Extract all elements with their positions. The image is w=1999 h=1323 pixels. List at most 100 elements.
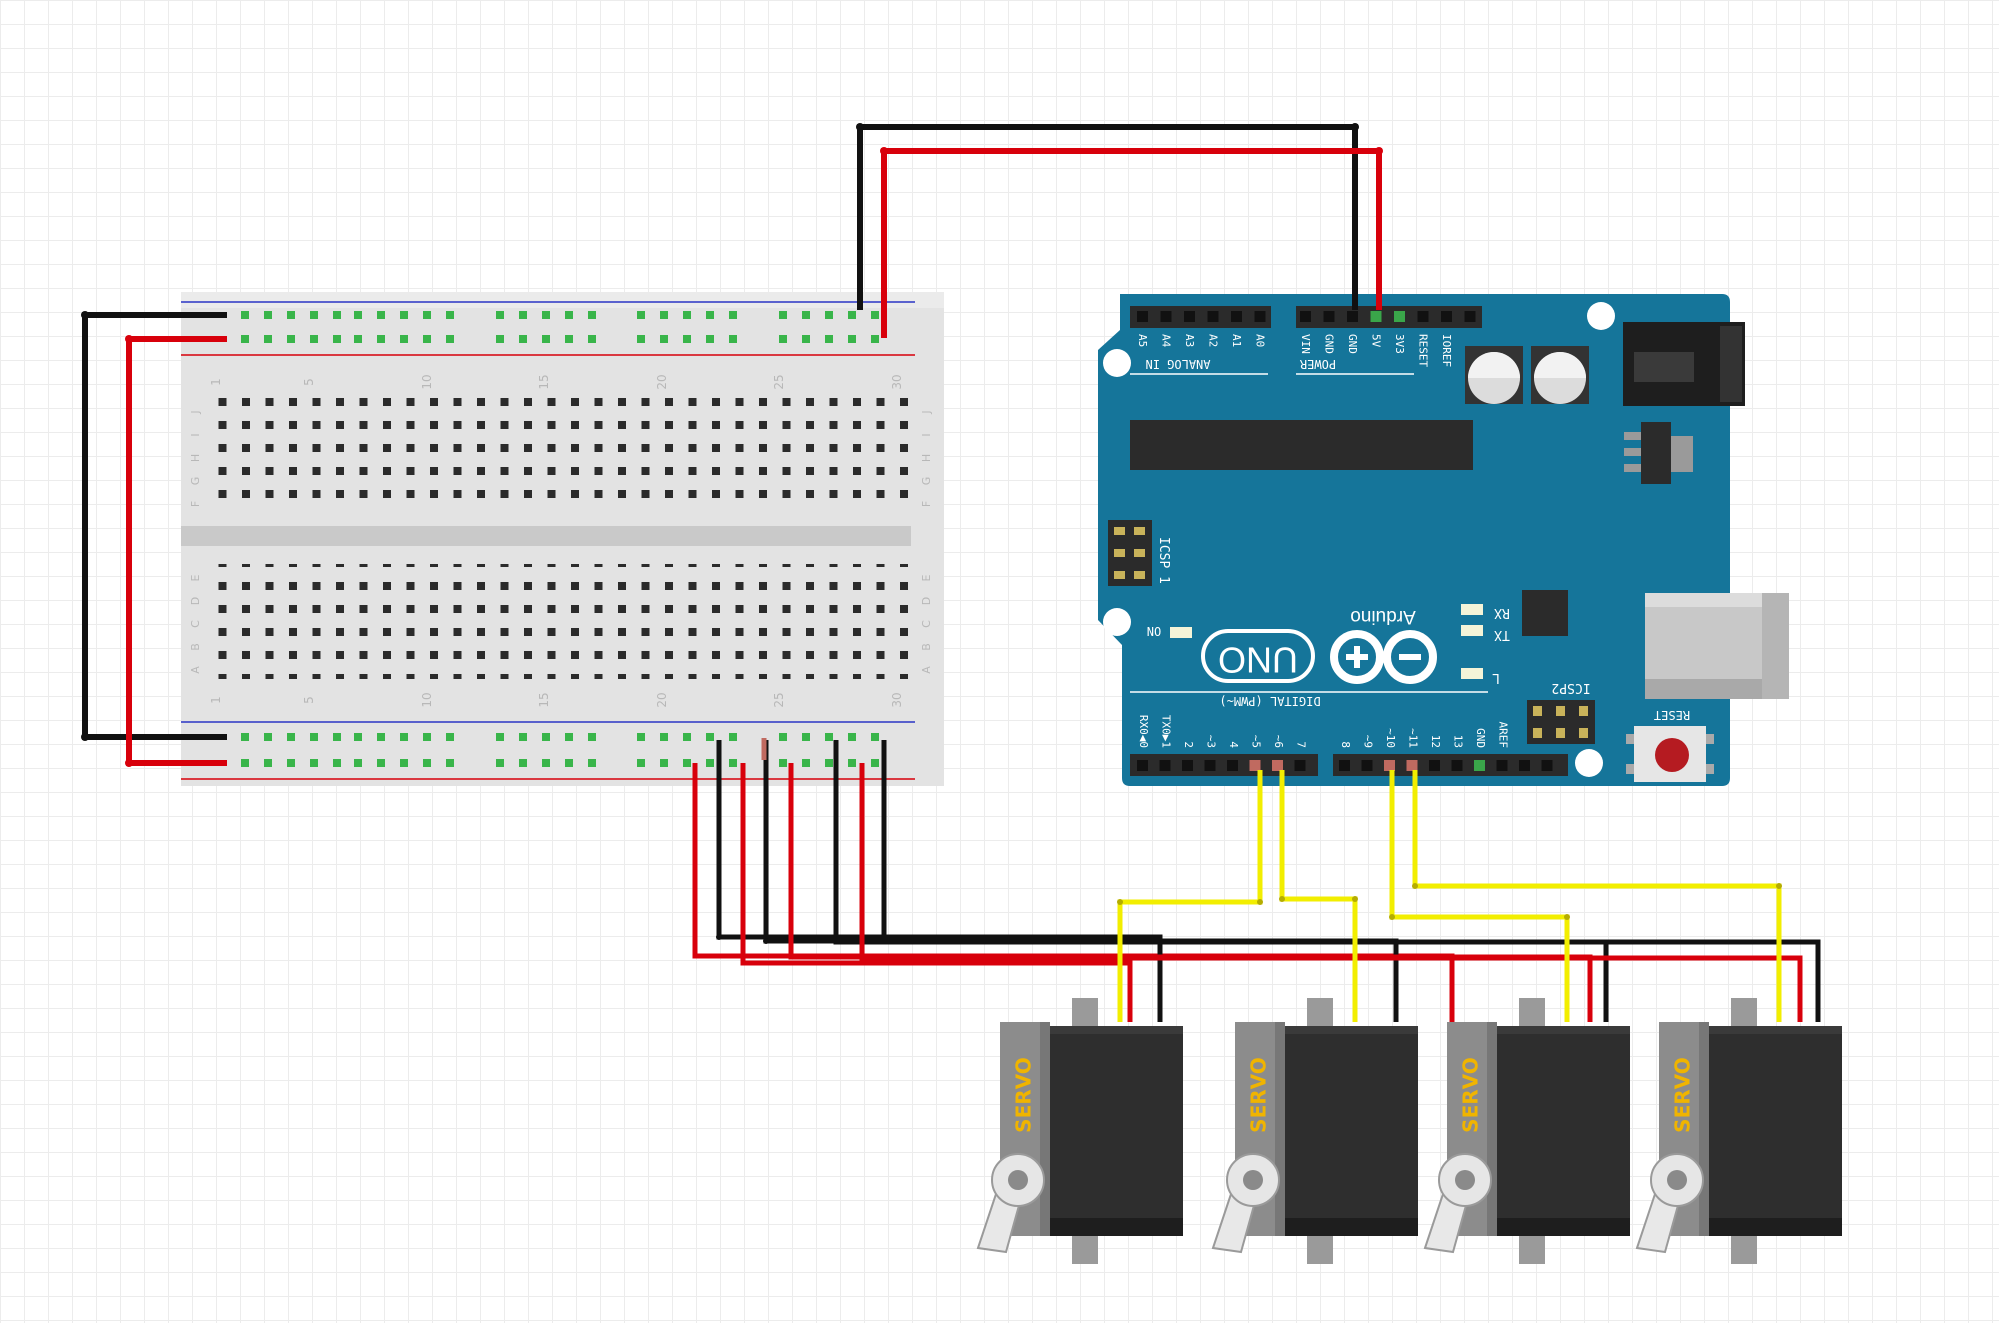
header-socket xyxy=(1254,311,1266,322)
header-socket xyxy=(1137,311,1148,322)
rail-hole xyxy=(519,733,527,741)
rail-hole xyxy=(400,311,408,319)
header-socket xyxy=(1429,760,1440,771)
row-letter: G xyxy=(920,477,933,486)
wire-gnd-to-arduino xyxy=(857,124,1358,310)
column-number: 10 xyxy=(420,374,434,389)
header-socket xyxy=(1207,311,1219,322)
rail-hole xyxy=(802,759,810,767)
rail-hole xyxy=(354,335,362,343)
header-socket xyxy=(1182,760,1193,771)
l-led xyxy=(1461,668,1483,679)
pin-label: 2 xyxy=(1182,741,1195,748)
rail-hole xyxy=(706,733,714,741)
digital-header-low xyxy=(1130,754,1318,776)
servo-tab xyxy=(1307,998,1333,1026)
rail-hole xyxy=(848,733,856,741)
mounting-hole xyxy=(1103,608,1131,636)
rail-hole xyxy=(423,733,431,741)
rail-hole xyxy=(264,733,272,741)
dc-power-jack xyxy=(1623,322,1745,406)
pin-label: ~11 xyxy=(1407,728,1420,748)
power-title: POWER xyxy=(1299,357,1336,371)
servo-motor: SERVO xyxy=(1635,998,1842,1264)
servo-motor: SERVO xyxy=(1423,998,1630,1264)
rail-hole xyxy=(825,759,833,767)
column-number: 20 xyxy=(655,692,669,707)
header-socket xyxy=(1159,760,1171,771)
column-number: 20 xyxy=(655,374,669,389)
rail-hole xyxy=(848,311,856,319)
icsp2-header xyxy=(1527,700,1595,744)
rail-hole xyxy=(241,335,249,343)
rail-hole xyxy=(423,311,431,319)
reset-button[interactable] xyxy=(1626,726,1714,782)
rail-hole xyxy=(848,335,856,343)
header-socket xyxy=(1406,760,1418,771)
mounting-hole xyxy=(1575,749,1603,777)
rail-hole xyxy=(729,733,737,741)
rail-hole xyxy=(354,733,362,741)
header-socket xyxy=(1474,760,1485,771)
header-socket xyxy=(1249,760,1261,771)
rail-hole xyxy=(729,311,737,319)
terminal-strip-top xyxy=(203,395,908,510)
pin-label: GND xyxy=(1346,334,1359,354)
row-letter: F xyxy=(189,501,202,507)
column-number: 10 xyxy=(420,692,434,707)
rail-hole xyxy=(825,733,833,741)
row-letter: F xyxy=(920,501,933,507)
capacitor xyxy=(1465,346,1523,404)
header-socket xyxy=(1294,760,1306,771)
header-socket xyxy=(1137,760,1148,771)
pin-label: ~5 xyxy=(1250,735,1263,748)
pin-label: ~6 xyxy=(1272,735,1285,748)
rail-hole xyxy=(310,335,318,343)
rail-hole xyxy=(565,733,573,741)
on-led xyxy=(1170,627,1192,638)
rail-hole xyxy=(519,311,527,319)
servo-tab xyxy=(1072,1232,1098,1264)
rail-hole xyxy=(660,335,668,343)
rail-hole xyxy=(377,733,385,741)
wire-vcc-rail-jumper xyxy=(126,336,227,766)
rail-hole xyxy=(333,311,341,319)
rail-hole xyxy=(400,733,408,741)
rail-hole xyxy=(729,335,737,343)
pin-label: 3V3 xyxy=(1393,334,1406,354)
column-number: 5 xyxy=(302,378,316,386)
servo-label: SERVO xyxy=(1247,1057,1271,1133)
usb-connector xyxy=(1645,593,1789,699)
rail-hole xyxy=(588,733,596,741)
rail-hole xyxy=(519,335,527,343)
mounting-hole xyxy=(1587,302,1615,330)
pin-label: GND xyxy=(1323,334,1336,354)
rail-hole xyxy=(660,733,668,741)
rail-hole xyxy=(802,311,810,319)
microcontroller-chip xyxy=(1130,420,1473,470)
servo-tab xyxy=(1307,1232,1333,1264)
wire-signal-pin10 xyxy=(1389,770,1570,1022)
header-socket xyxy=(1464,311,1476,322)
pin-label: A2 xyxy=(1207,334,1220,347)
header-socket xyxy=(1272,760,1283,771)
rail-hole xyxy=(825,335,833,343)
rail-hole xyxy=(588,335,596,343)
header-socket xyxy=(1451,760,1463,771)
rail-hole xyxy=(400,335,408,343)
rail-hole xyxy=(264,759,272,767)
rail-hole xyxy=(683,311,691,319)
icsp-pin1-label: 1 xyxy=(1156,576,1171,584)
mounting-hole xyxy=(1103,349,1131,377)
header-socket xyxy=(1231,311,1242,322)
pin-label: 13 xyxy=(1452,735,1465,748)
servo-motor: SERVO xyxy=(976,998,1183,1264)
capacitor xyxy=(1531,346,1589,404)
wire-servo3-power xyxy=(788,763,1593,1022)
rail-hole xyxy=(706,311,714,319)
servo-tab xyxy=(1731,998,1757,1026)
